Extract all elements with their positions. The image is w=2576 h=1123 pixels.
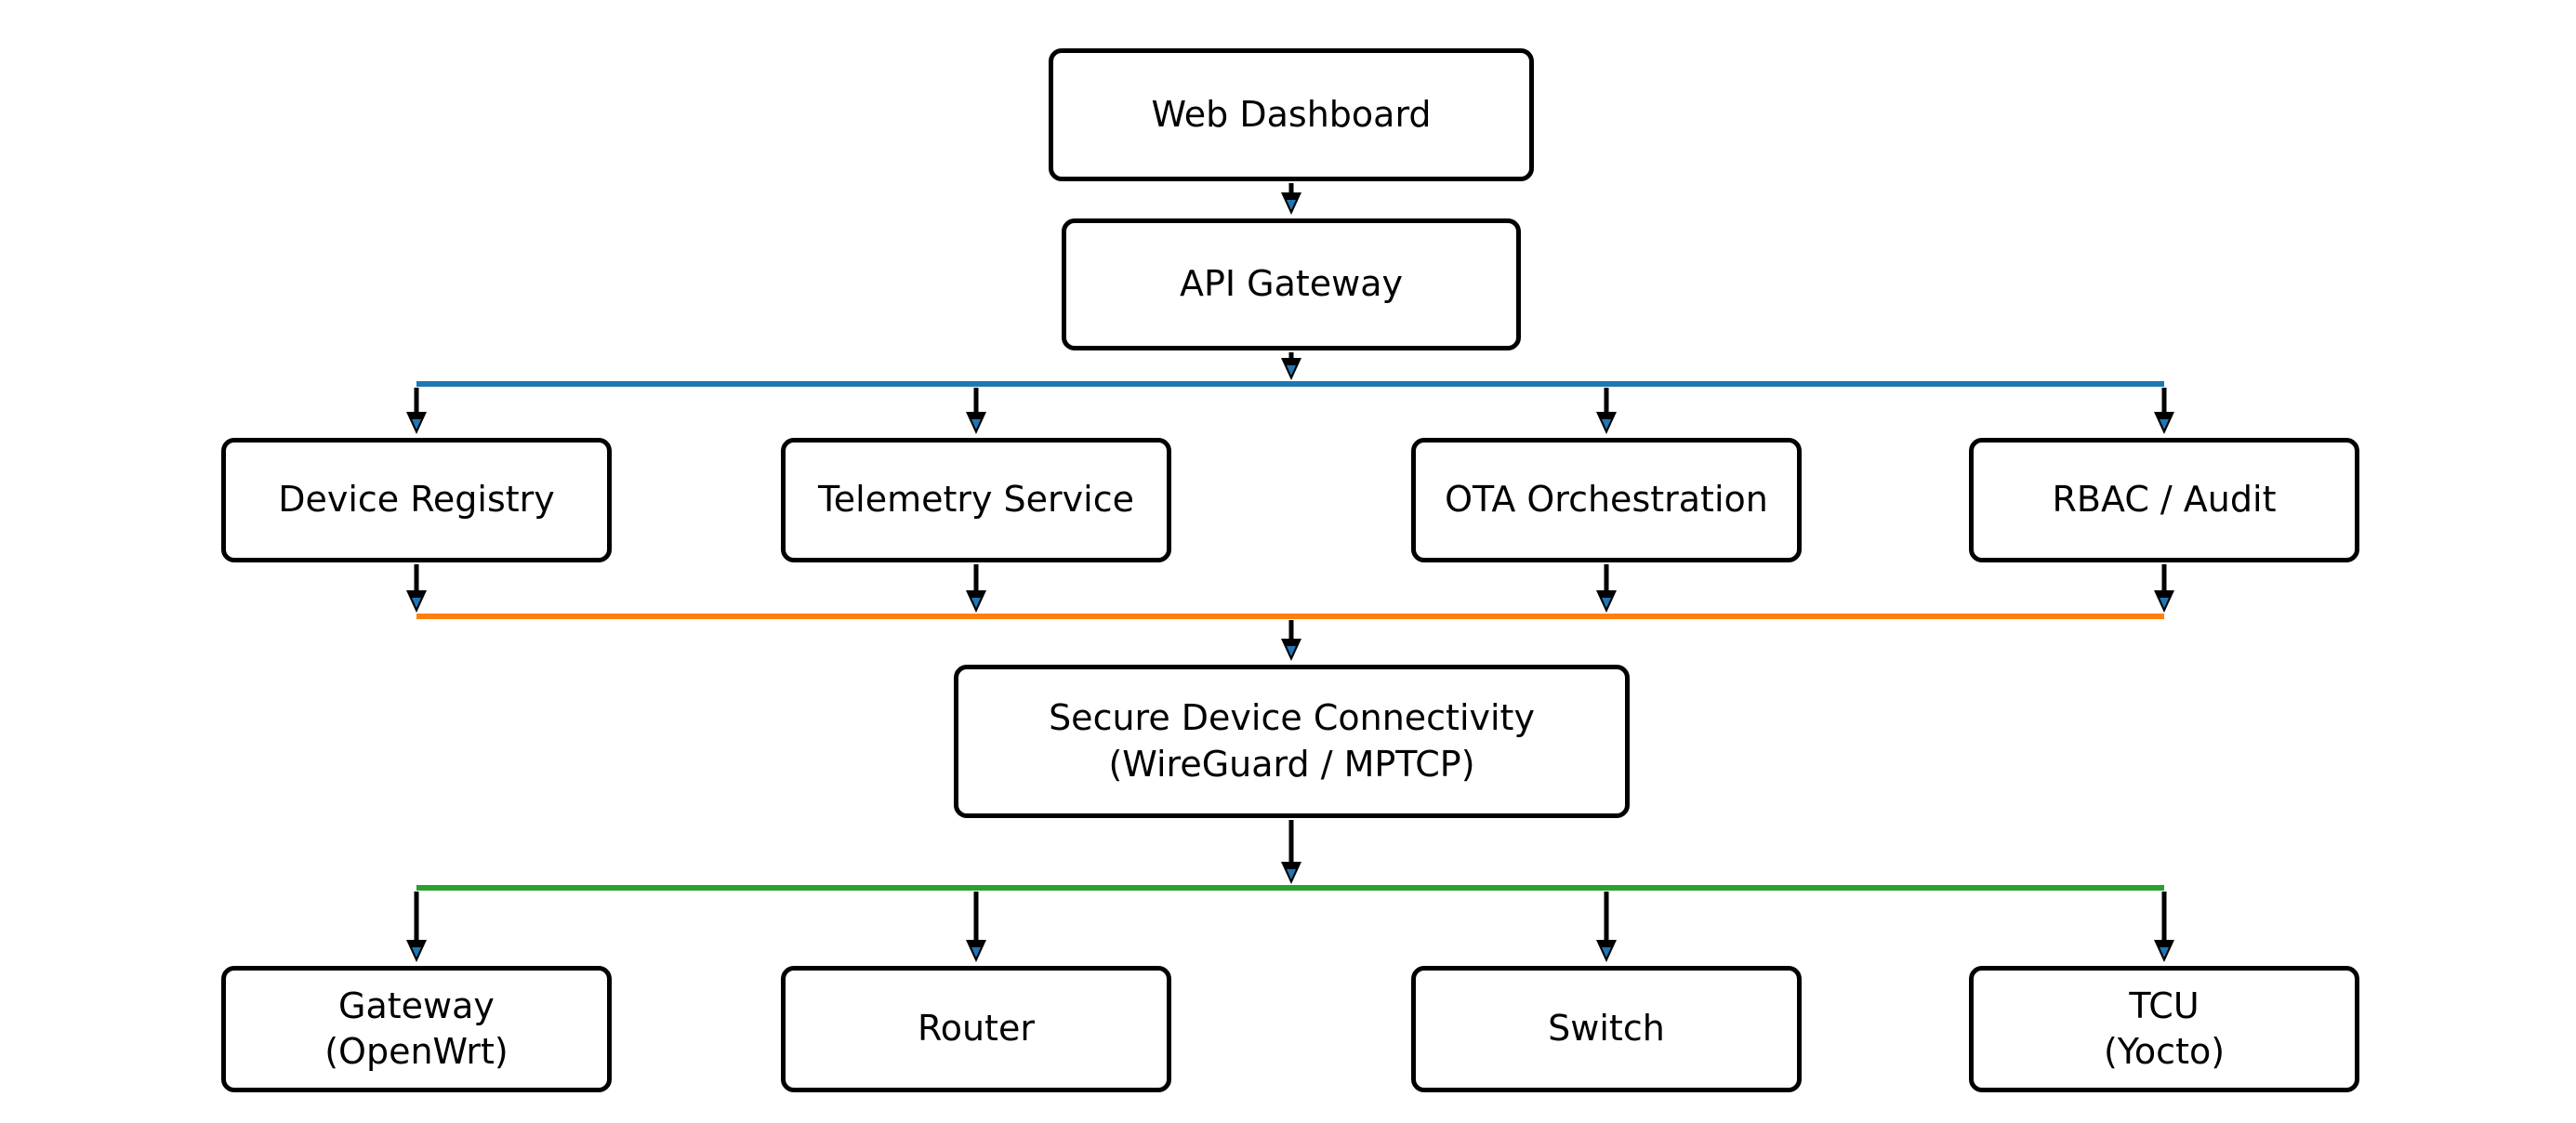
node-web-dashboard-label: Web Dashboard <box>1151 93 1432 135</box>
node-tcu-yocto-label: TCU (Yocto) <box>2103 984 2226 1072</box>
arrowhead-inner-icon <box>1287 646 1296 656</box>
node-api-gateway-label: API Gateway <box>1179 263 1404 305</box>
arrowhead-inner-icon <box>1602 419 1611 429</box>
arrow-down <box>1281 183 1301 215</box>
node-device-registry: Device Registry <box>221 438 612 562</box>
arrowhead-inner-icon <box>412 598 421 608</box>
arrowhead-inner-icon <box>1602 598 1611 608</box>
arrowhead-inner-icon <box>1287 200 1296 210</box>
arrowhead-inner-icon <box>2160 598 2169 608</box>
node-gateway-openwrt-label: Gateway (OpenWrt) <box>324 984 509 1072</box>
arrow-down <box>966 564 986 613</box>
arrowhead-inner-icon <box>971 419 981 429</box>
arrow-down <box>1281 352 1301 380</box>
node-ota-orchestration: OTA Orchestration <box>1411 438 1802 562</box>
arrow-down <box>406 388 427 434</box>
arrow-down <box>2154 892 2174 962</box>
arrow-down <box>966 388 986 434</box>
arrowhead-inner-icon <box>2160 419 2169 429</box>
node-switch: Switch <box>1411 966 1802 1092</box>
node-ota-orchestration-label: OTA Orchestration <box>1445 479 1768 521</box>
arrow-down <box>1596 564 1617 613</box>
arrowhead-inner-icon <box>971 598 981 608</box>
arrowhead-inner-icon <box>971 947 981 958</box>
node-secure-device-connectivity-label: Secure Device Connectivity (WireGuard / … <box>1049 697 1535 785</box>
node-web-dashboard: Web Dashboard <box>1049 48 1534 181</box>
arrow-down <box>1596 388 1617 434</box>
arrow-down <box>406 892 427 962</box>
node-router-label: Router <box>918 1008 1035 1050</box>
node-rbac-audit: RBAC / Audit <box>1969 438 2359 562</box>
node-api-gateway: API Gateway <box>1062 218 1521 350</box>
arrow-down <box>406 564 427 613</box>
node-gateway-openwrt: Gateway (OpenWrt) <box>221 966 612 1092</box>
node-rbac-audit-label: RBAC / Audit <box>2052 479 2277 521</box>
node-telemetry-service: Telemetry Service <box>781 438 1171 562</box>
node-device-registry-label: Device Registry <box>278 479 555 521</box>
arrowhead-inner-icon <box>1602 947 1611 958</box>
node-router: Router <box>781 966 1171 1092</box>
arrowhead-inner-icon <box>412 947 421 958</box>
arrowhead-inner-icon <box>1287 365 1296 376</box>
arrow-down <box>1281 620 1301 661</box>
arrowhead-inner-icon <box>412 419 421 429</box>
arrow-down <box>2154 388 2174 434</box>
node-tcu-yocto: TCU (Yocto) <box>1969 966 2359 1092</box>
node-switch-label: Switch <box>1548 1008 1665 1050</box>
arrowhead-inner-icon <box>1287 869 1296 879</box>
arrow-down <box>1596 892 1617 962</box>
node-secure-device-connectivity: Secure Device Connectivity (WireGuard / … <box>954 665 1630 818</box>
arrowhead-inner-icon <box>2160 947 2169 958</box>
arrow-down <box>966 892 986 962</box>
arrow-down <box>2154 564 2174 613</box>
arrow-down <box>1281 820 1301 884</box>
node-telemetry-service-label: Telemetry Service <box>818 479 1134 521</box>
